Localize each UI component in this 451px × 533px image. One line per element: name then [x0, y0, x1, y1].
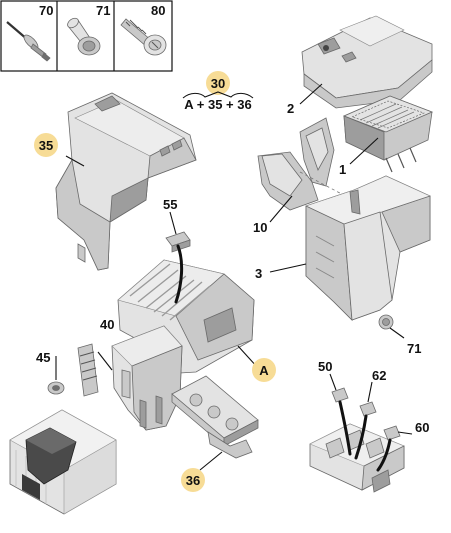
fastener-ref-70: 70 — [39, 3, 53, 18]
callout-10: 10 — [253, 220, 267, 235]
part-3-housing — [305, 175, 431, 322]
callouts: 35 2 1 10 3 71 55 40 45 A 36 50 62 60 — [34, 101, 429, 492]
rivet-icon — [6, 21, 51, 62]
callout-60: 60 — [415, 420, 429, 435]
screw-icon — [120, 18, 167, 56]
fastener-ref-71: 71 — [96, 3, 110, 18]
part-55-fuse — [165, 231, 191, 304]
callout-1: 1 — [339, 162, 346, 177]
battery-illustration — [9, 409, 117, 515]
callout-A: A — [259, 363, 269, 378]
callout-71: 71 — [407, 341, 421, 356]
callout-55: 55 — [163, 197, 177, 212]
part-A-main-box — [111, 259, 255, 431]
part-36-tray — [171, 375, 259, 459]
callout-3: 3 — [255, 266, 262, 281]
formula-brace — [182, 91, 254, 99]
part-60-fuse — [376, 425, 401, 472]
fastener-ref-80: 80 — [151, 3, 165, 18]
part-2-top-cover — [301, 15, 433, 109]
callout-50: 50 — [318, 359, 332, 374]
part-35-cover — [55, 92, 197, 271]
fastener-box: 70 71 80 — [0, 0, 173, 72]
part-71-cap — [378, 314, 394, 330]
callout-badge — [181, 468, 205, 492]
formula-group: 30 A + 35 + 36 — [182, 71, 254, 112]
plug-cap-icon — [67, 17, 101, 56]
callout-62: 62 — [372, 368, 386, 383]
formula-ref: 30 — [211, 76, 225, 91]
callout-40: 40 — [100, 317, 114, 332]
callout-badge — [206, 71, 230, 95]
part-40-strip — [77, 343, 113, 397]
part-1-fusebox — [342, 95, 434, 173]
part-50-fuse — [331, 387, 352, 456]
callout-badge — [34, 133, 58, 157]
callout-badge — [252, 358, 276, 382]
callout-36: 36 — [186, 473, 200, 488]
part-45-nut — [47, 381, 65, 395]
callout-35: 35 — [39, 138, 53, 153]
callout-2: 2 — [287, 101, 294, 116]
part-10-bracket — [257, 117, 373, 211]
part-62-fuse — [354, 401, 377, 460]
callout-45: 45 — [36, 350, 50, 365]
formula-text: A + 35 + 36 — [184, 97, 251, 112]
